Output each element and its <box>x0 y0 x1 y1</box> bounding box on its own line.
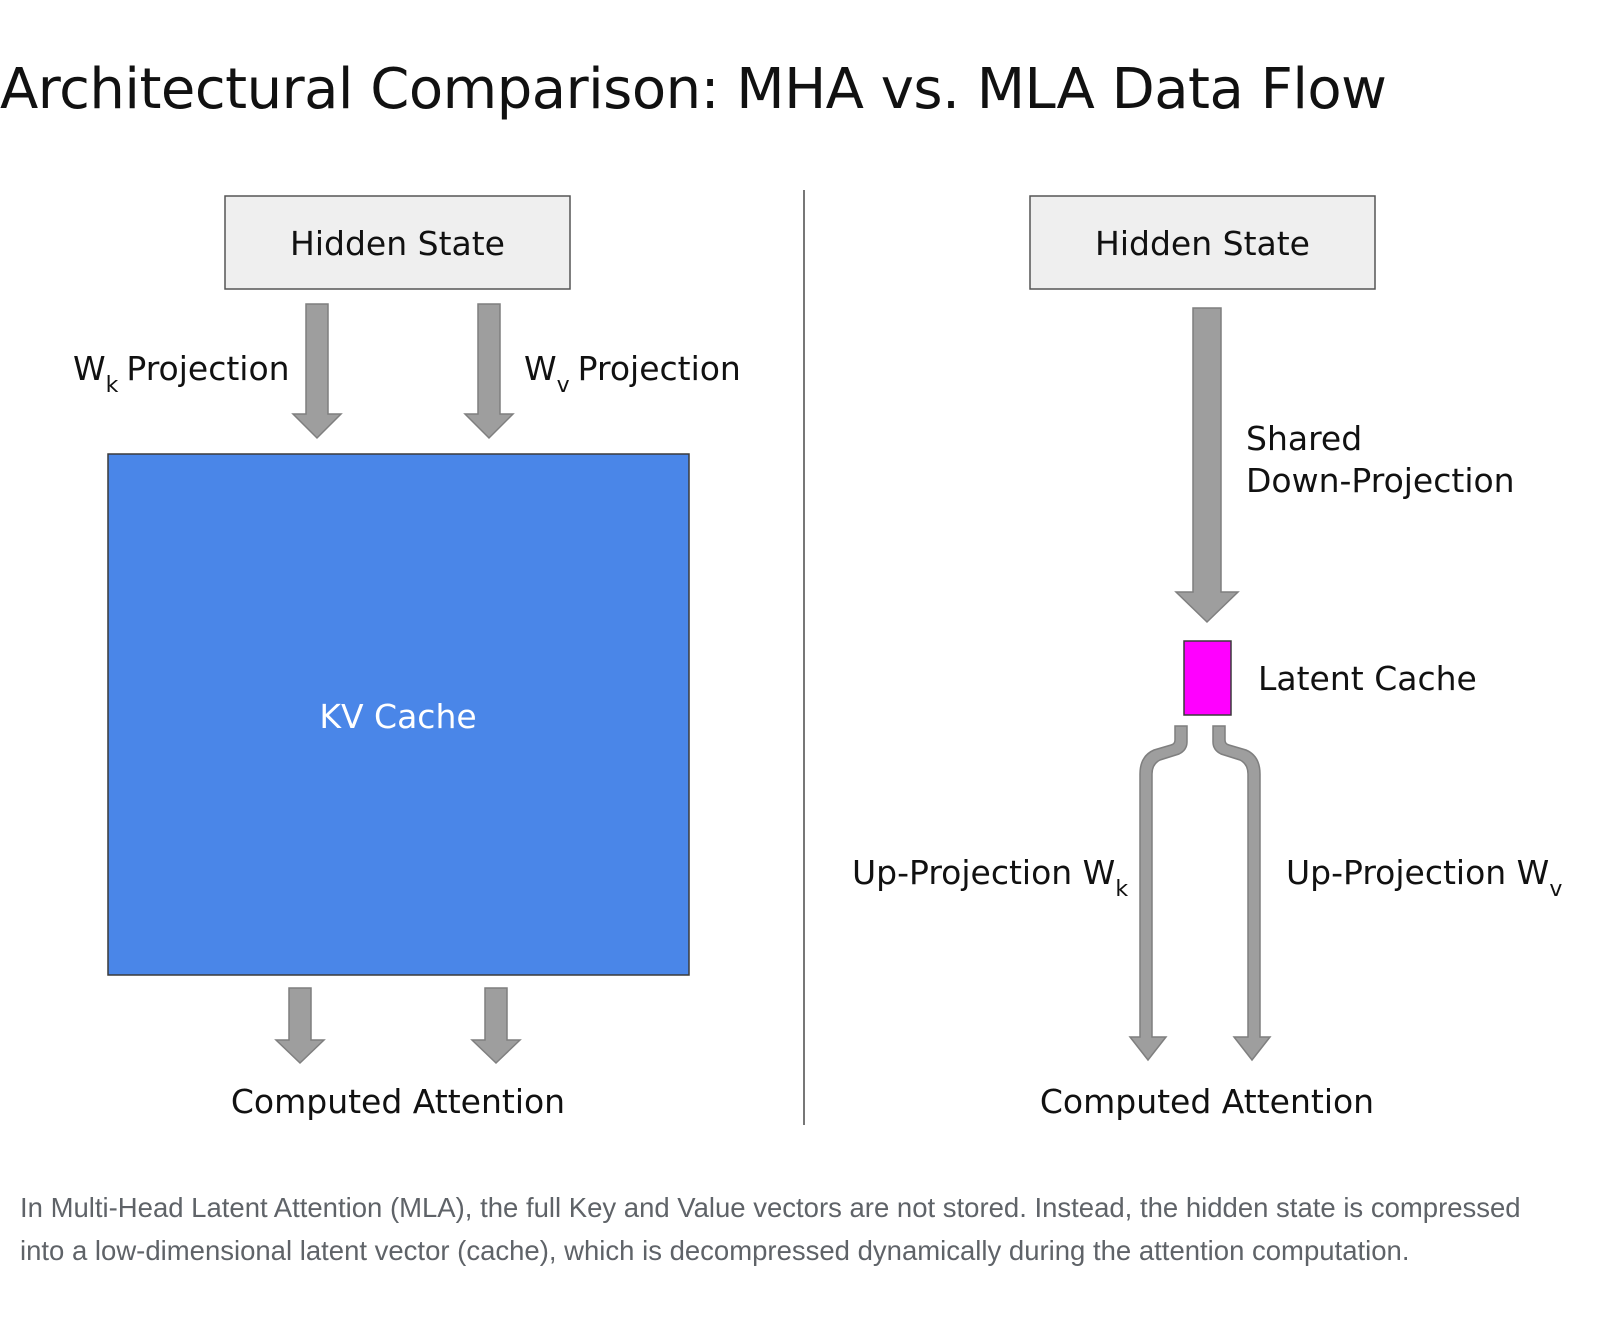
mla-shared-label: Shared <box>1246 419 1362 458</box>
mha-hidden-state-label: Hidden State <box>290 224 505 263</box>
mla-down-projection-arrow <box>1174 307 1240 624</box>
mha-wk-arrow <box>291 303 343 440</box>
kv-cache-block <box>107 453 690 976</box>
mla-hidden-state-box <box>1029 195 1376 290</box>
mla-up-projection-v-arrow <box>1212 725 1272 1062</box>
mha-output-arrow-v <box>470 987 522 1065</box>
mha-output-arrow-k <box>274 987 326 1065</box>
mha-hidden-state-box <box>224 195 571 290</box>
mla-computed-attention-label: Computed Attention <box>1040 1082 1374 1121</box>
mla-hidden-state-label: Hidden State <box>1095 224 1310 263</box>
latent-cache-block <box>1183 640 1232 716</box>
mha-computed-attention-label: Computed Attention <box>231 1082 565 1121</box>
mha-wv-arrow <box>463 303 515 440</box>
mla-up-projection-v-label: Up-Projection Wv <box>1286 853 1562 902</box>
kv-cache-label: KV Cache <box>319 697 476 736</box>
mla-down-projection-label: Down-Projection <box>1246 461 1515 500</box>
page-title: Architectural Comparison: MHA vs. MLA Da… <box>0 57 1387 122</box>
mla-up-projection-k-label: Up-Projection Wk <box>852 853 1128 902</box>
diagram-caption: In Multi-Head Latent Attention (MLA), th… <box>20 1192 1521 1266</box>
mla-panel: Hidden State Shared Down-Projection Late… <box>852 195 1562 1121</box>
mla-up-projection-k-arrow <box>1128 725 1188 1062</box>
latent-cache-label: Latent Cache <box>1258 659 1477 698</box>
